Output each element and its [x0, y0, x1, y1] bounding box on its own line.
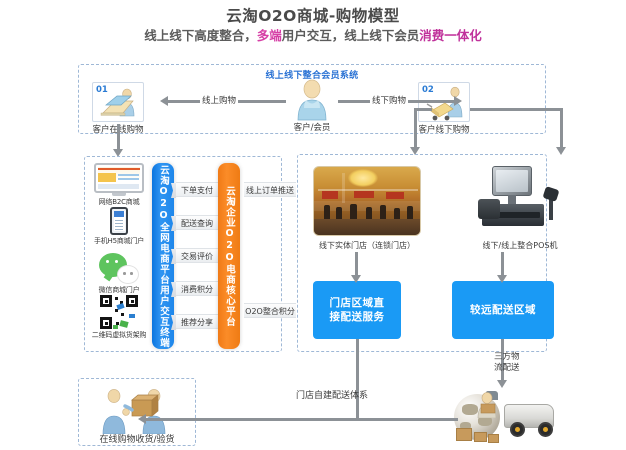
- arrow-bottom-delivery-line: [146, 418, 458, 421]
- box-store-direct-delivery-label: 门店区域直接配送服务: [329, 297, 385, 323]
- delivery-handover-icon: [92, 388, 184, 435]
- arrow-pos-branch-head: [556, 147, 566, 155]
- terminal-b2c[interactable]: 网络B2C商城: [88, 163, 150, 207]
- terminal-h5[interactable]: 手机H5商城门户: [88, 207, 150, 246]
- terminal-wechat-label: 微信商城门户: [98, 286, 140, 294]
- pos-terminal-icon: [478, 166, 560, 236]
- subtitle-part-2: 用户交互，线上线下会员: [281, 28, 420, 43]
- label-third-party-logistics: 三方物流配送: [494, 352, 520, 373]
- chip-order-payment: 下单支付: [176, 182, 218, 197]
- edge-label-online-shopping: 线上购物: [200, 94, 239, 106]
- arrow-third-party-head: [497, 380, 507, 388]
- arrow-online-shopping-head: [160, 96, 168, 106]
- label-self-delivery: 门店自建配送体系: [295, 391, 368, 401]
- arrow-offline-branch-v: [414, 108, 417, 148]
- arrow-pos-to-box-head: [497, 275, 507, 283]
- pos-label: 线下/线上整合POS机: [482, 241, 558, 250]
- node-customer-member-label: 客户/会员: [293, 123, 331, 133]
- terminal-h5-label: 手机H5商城门户: [93, 237, 145, 245]
- terminal-b2c-label: 网络B2C商城: [98, 198, 140, 206]
- chip-online-order-push: 线上订单推送: [244, 182, 296, 197]
- page-title: 云淘O2O商城-购物模型: [226, 7, 400, 25]
- arrow-third-party-v: [501, 339, 504, 381]
- subtitle-highlight-2: 消费一体化: [419, 28, 482, 43]
- chip-delivery-query: 配送查询: [176, 215, 218, 230]
- mobile-phone-icon: [110, 207, 128, 235]
- monitor-stand: [112, 193, 126, 196]
- member-system-title: 线上线下整合会员系统: [265, 71, 359, 81]
- member-system-panel: 线上线下整合会员系统: [78, 64, 546, 134]
- qr-code-icon: [100, 295, 138, 329]
- arrow-self-delivery-v: [356, 339, 359, 419]
- chip-transaction-review: 交易评价: [176, 248, 218, 263]
- node-number-02: 02: [422, 85, 434, 95]
- arrow-pos-branch-h: [470, 108, 563, 111]
- node-customer-member[interactable]: [290, 78, 334, 122]
- arrow-to-left-panel-head: [113, 149, 123, 157]
- arrow-to-left-panel-line: [117, 124, 120, 150]
- retail-store-photo: [313, 166, 421, 236]
- node-customer-offline-label: 客户线下购物: [418, 125, 470, 135]
- title-block: 云淘O2O商城-购物模型 线上线下高度整合，多端用户交互，线上线下会员消费一体化: [0, 6, 626, 45]
- person-icon: [297, 79, 327, 121]
- two-people-parcel-icon: [102, 389, 166, 435]
- blue-platform-bar: 云淘O2O全网电商平台用户交互终端: [152, 163, 174, 349]
- box-store-direct-delivery[interactable]: 门店区域直接配送服务: [313, 281, 401, 339]
- left-terminals-panel: [84, 156, 282, 352]
- laptop-shopper-icon: [100, 88, 135, 117]
- offline-channel-panel: [297, 154, 547, 352]
- arrow-bottom-delivery-head: [138, 414, 146, 424]
- node-customer-online[interactable]: 01: [92, 82, 144, 122]
- terminal-wechat[interactable]: 微信商城门户: [88, 252, 150, 295]
- store-label: 线下实体门店（连锁门店）: [319, 241, 415, 250]
- terminal-qr[interactable]: 二维码虚拟货架购: [88, 295, 150, 340]
- arrow-offline-branch-head: [410, 147, 420, 155]
- orange-core-platform-bar: 云淘企业O2O电商核心平台: [218, 163, 240, 349]
- arrow-offline-branch-h: [414, 108, 432, 111]
- desktop-monitor-icon: [94, 163, 144, 193]
- wechat-icon: [99, 252, 139, 284]
- courier-person-icon: [477, 392, 497, 418]
- shopping-cart-person-icon: [426, 86, 463, 121]
- edge-label-offline-shopping: 线下购物: [370, 94, 409, 106]
- node-number-01: 01: [96, 85, 108, 95]
- chip-referral-share: 推荐分享: [176, 314, 218, 329]
- subtitle-highlight-1: 多端: [256, 28, 282, 43]
- receive-goods-panel: [78, 378, 196, 446]
- page-subtitle: 线上线下高度整合，多端用户交互，线上线下会员消费一体化: [0, 27, 626, 45]
- globe-truck-parcels-icon: [452, 388, 562, 446]
- label-receive-goods: 在线购物收货/验货: [99, 435, 175, 445]
- terminal-qr-label: 二维码虚拟货架购: [91, 331, 147, 339]
- box-remote-delivery-area[interactable]: 较远配送区域: [452, 281, 554, 339]
- arrow-offline-shopping-head: [454, 96, 462, 106]
- chip-consumption-points: 消费积分: [176, 281, 218, 296]
- arrow-pos-branch-v: [560, 108, 563, 148]
- arrow-pos-to-box-line: [501, 252, 504, 276]
- arrow-store-to-box-line: [355, 252, 358, 276]
- subtitle-part-1: 线上线下高度整合，: [144, 28, 257, 43]
- arrow-store-to-box-head: [351, 275, 361, 283]
- chip-o2o-points: O2O整合积分: [244, 303, 296, 318]
